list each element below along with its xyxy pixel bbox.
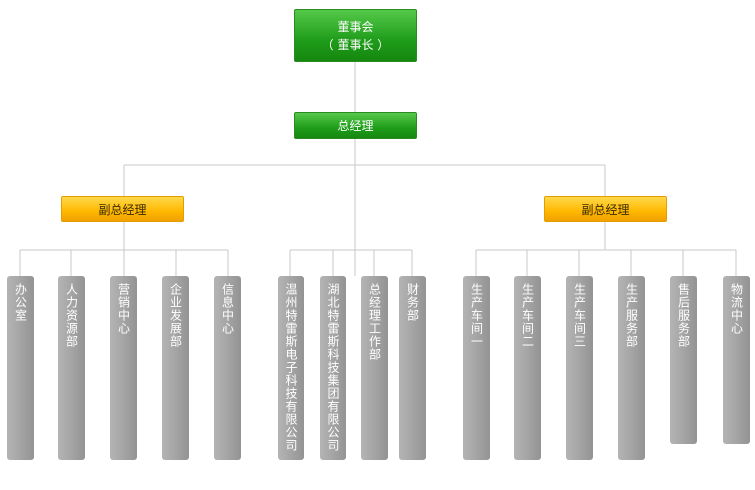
dept-label: 生产车间一 [469, 283, 484, 348]
dept-label: 生产车间二 [520, 283, 535, 348]
deputy-manager-left-node: 副总经理 [61, 196, 184, 222]
deputy-manager-right-node: 副总经理 [544, 196, 667, 222]
dept-label: 企业发展部 [168, 283, 183, 348]
dept-marketing-center: 营销中心 [110, 276, 137, 460]
general-manager-node: 总经理 [294, 112, 417, 139]
dept-label: 生产车间三 [572, 283, 587, 348]
dept-label: 湖北特雷斯科技集团有限公司 [326, 283, 340, 452]
general-manager-label: 总经理 [337, 118, 374, 133]
dept-hr: 人力资源部 [58, 276, 85, 460]
dept-label: 信息中心 [220, 283, 235, 335]
dept-office: 办公室 [7, 276, 34, 460]
deputy-manager-left-label: 副总经理 [98, 202, 147, 217]
dept-production-service: 生产服务部 [618, 276, 645, 460]
dept-label: 办公室 [13, 283, 28, 322]
board-title: 董事会 [337, 19, 374, 34]
dept-logistics-center: 物流中心 [723, 276, 750, 444]
dept-enterprise-development: 企业发展部 [162, 276, 189, 460]
board-node: 董事会 （ 董事长 ） [294, 9, 417, 62]
dept-label: 温州特雷斯电子科技有限公司 [284, 283, 298, 452]
dept-hubei-group: 湖北特雷斯科技集团有限公司 [320, 276, 346, 460]
dept-after-sales: 售后服务部 [670, 276, 697, 444]
dept-label: 总经理工作部 [367, 283, 382, 361]
dept-workshop-3: 生产车间三 [566, 276, 593, 460]
board-subtitle: （ 董事长 ） [321, 37, 390, 52]
dept-label: 财务部 [405, 283, 420, 322]
dept-label: 人力资源部 [64, 283, 79, 348]
dept-gm-office: 总经理工作部 [361, 276, 388, 460]
dept-label: 物流中心 [729, 283, 744, 335]
dept-label: 生产服务部 [624, 283, 639, 348]
dept-wenzhou-company: 温州特雷斯电子科技有限公司 [278, 276, 304, 460]
dept-label: 售后服务部 [676, 283, 691, 348]
dept-finance: 财务部 [399, 276, 426, 460]
dept-workshop-1: 生产车间一 [463, 276, 490, 460]
dept-label: 营销中心 [116, 283, 131, 335]
deputy-manager-right-label: 副总经理 [581, 202, 630, 217]
dept-information-center: 信息中心 [214, 276, 241, 460]
dept-workshop-2: 生产车间二 [514, 276, 541, 460]
